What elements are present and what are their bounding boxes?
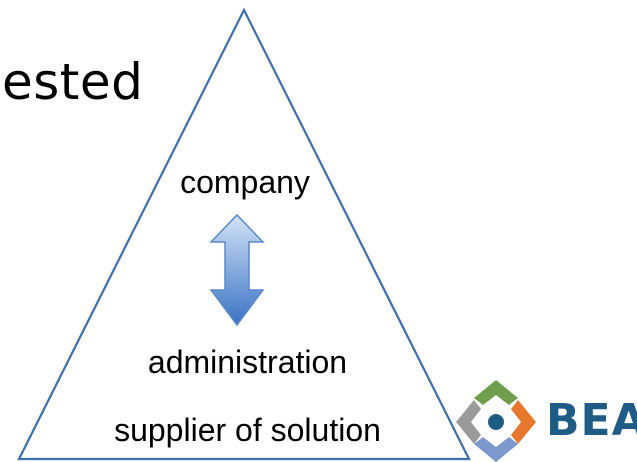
slide-title-fragment: ested — [2, 53, 144, 111]
logo-top-segment — [474, 380, 518, 405]
triangle-label-administration: administration — [147, 344, 348, 380]
triangle-label-supplier: supplier of solution — [114, 412, 381, 448]
logo-right-segment — [511, 400, 536, 444]
logo-left-segment — [456, 400, 481, 444]
triangle-outline — [17, 7, 471, 461]
logo-bottom-segment — [474, 437, 518, 462]
bea-logo-text: BEA — [546, 395, 637, 446]
triangle-label-company: company — [180, 164, 310, 200]
bea-logo-mark — [456, 380, 536, 462]
double-headed-vertical-arrow-icon — [209, 213, 265, 327]
logo-center-dot — [488, 414, 504, 430]
